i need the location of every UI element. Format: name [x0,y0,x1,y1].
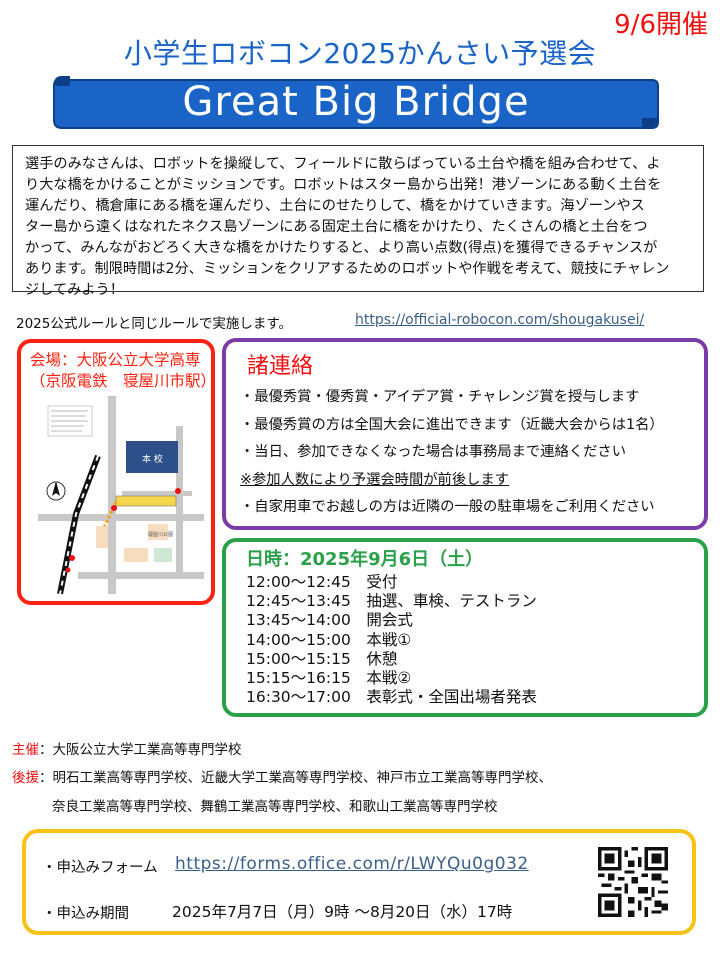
apply-period-value: 2025年7月7日（月）9時 ～8月20日（水）17時 [172,903,513,921]
intro-box: 選手のみなさんは、ロボットを操縦して、フィールドに散らばっている土台や橋を組み合… [12,145,704,298]
map-school-label: 本 校 [142,453,163,465]
schedule-item: 15:00～15:15 休憩 [246,649,398,668]
host-label: 主催 [12,742,39,758]
venue-station: （京阪電鉄 寝屋川市駅） [30,372,217,390]
schedule-item: 14:00～15:00 本戦① [246,630,412,649]
notice-item: ・最優秀賞の方は全国大会に進出できます（近畿大会からは1名） [240,416,664,433]
schedule-item: 12:00～12:45 受付 [246,573,398,591]
host-line: 主催：大阪公立大学工業高等専門学校 [12,738,242,758]
venue-map: 本 校 寝屋川公園 [38,396,204,594]
schedule-list: 12:00～12:45 受付 12:45～13:45 抽選、車検、テストラン 1… [246,573,537,707]
notice-item: ・当日、参加できなくなった場合は事務局まで連絡ください [240,444,627,460]
intro-line: ジしてみよう！ [25,282,124,298]
intro-line: あります。制限時間は2分、ミッションをクリアするためのロボットや作戦を考えて、競… [25,261,670,277]
intro-line: かって、みんながおどろく大きな橋をかけたりすると、より高い点数(得点)を獲得でき… [25,240,658,256]
host-value: ：大阪公立大学工業高等専門学校 [39,742,242,758]
intro-line: 選手のみなさんは、ロボットを操縦して、フィールドに散らばっている土台や橋を組み合… [25,156,661,172]
support-line: 後援：明石工業高等専門学校、近畿大学工業高等専門学校、神戸市立工業高等専門学校、 [12,766,552,786]
venue-title: 会場：大阪公立大学高専 （京阪電鉄 寝屋川市駅） [30,350,217,392]
apply-period-label: ・申込み期間 [42,906,129,922]
support-value: ：明石工業高等専門学校、近畿大学工業高等専門学校、神戸市立工業高等専門学校、 [39,770,552,786]
schedule-item: 16:30～17:00 表彰式・全国出場者発表 [246,688,537,707]
apply-form-label: ・申込みフォーム [42,860,158,876]
notice-item: ・自家用車でお越しの方は近隣の一般の駐車場をご利用ください [240,499,655,515]
event-title: Great Big Bridge [182,79,530,125]
apply-form-link[interactable]: https://forms.office.com/r/LWYQu0g032 [175,854,529,874]
event-subtitle: 小学生ロボコン2025かんさい予選会 [123,37,597,70]
schedule-item: 13:45～14:00 開会式 [246,611,413,630]
intro-line: り大な橋をかけることがミッションです。ロボットはスター島から出発！港ゾーンにある… [25,177,662,193]
map-park-label: 寝屋川公園 [148,531,173,538]
qr-code[interactable] [598,847,668,917]
apply-box [22,829,696,935]
rule-note: 2025公式ルールと同じルールで実施します。 [16,316,293,332]
notice-item: ・最優秀賞・優秀賞・アイデア賞・チャレンジ賞を授与します [240,389,640,405]
schedule-box [222,538,708,717]
schedule-item: 12:45～13:45 抽選、車検、テストラン [246,592,537,611]
title-banner [53,76,659,129]
notice-item-warning: ※参加人数により予選会時間が前後します [240,471,510,488]
intro-line: ター島から遠くはなれたネクス島ゾーンにある固定土台に橋をかけたり、たくさんの橋と… [25,219,648,235]
support-line-continued: 奈良工業高等専門学校、舞鶴工業高等専門学校、和歌山工業高等専門学校 [52,799,498,815]
notice-box [222,338,708,530]
venue-box [17,339,215,605]
event-date-badge: 9/6開催 [614,10,708,40]
intro-line: 運んだり、橋倉庫にある橋を運んだり、土台にのせたりして、橋をかけていきます。海ゾ… [25,198,645,214]
venue-name: 会場：大阪公立大学高専 [30,351,201,369]
official-rules-link[interactable]: https://official-robocon.com/shougakusei… [355,312,645,328]
schedule-title: 日時：2025年9月6日（土） [246,549,484,570]
support-label: 後援 [12,770,39,786]
schedule-item: 15:15～16:15 本戦② [246,668,412,687]
map-school-building [126,441,178,473]
notice-title: 諸連絡 [247,354,314,379]
notice-list: ・最優秀賞・優秀賞・アイデア賞・チャレンジ賞を授与します ・最優秀賞の方は全国大… [240,384,702,522]
